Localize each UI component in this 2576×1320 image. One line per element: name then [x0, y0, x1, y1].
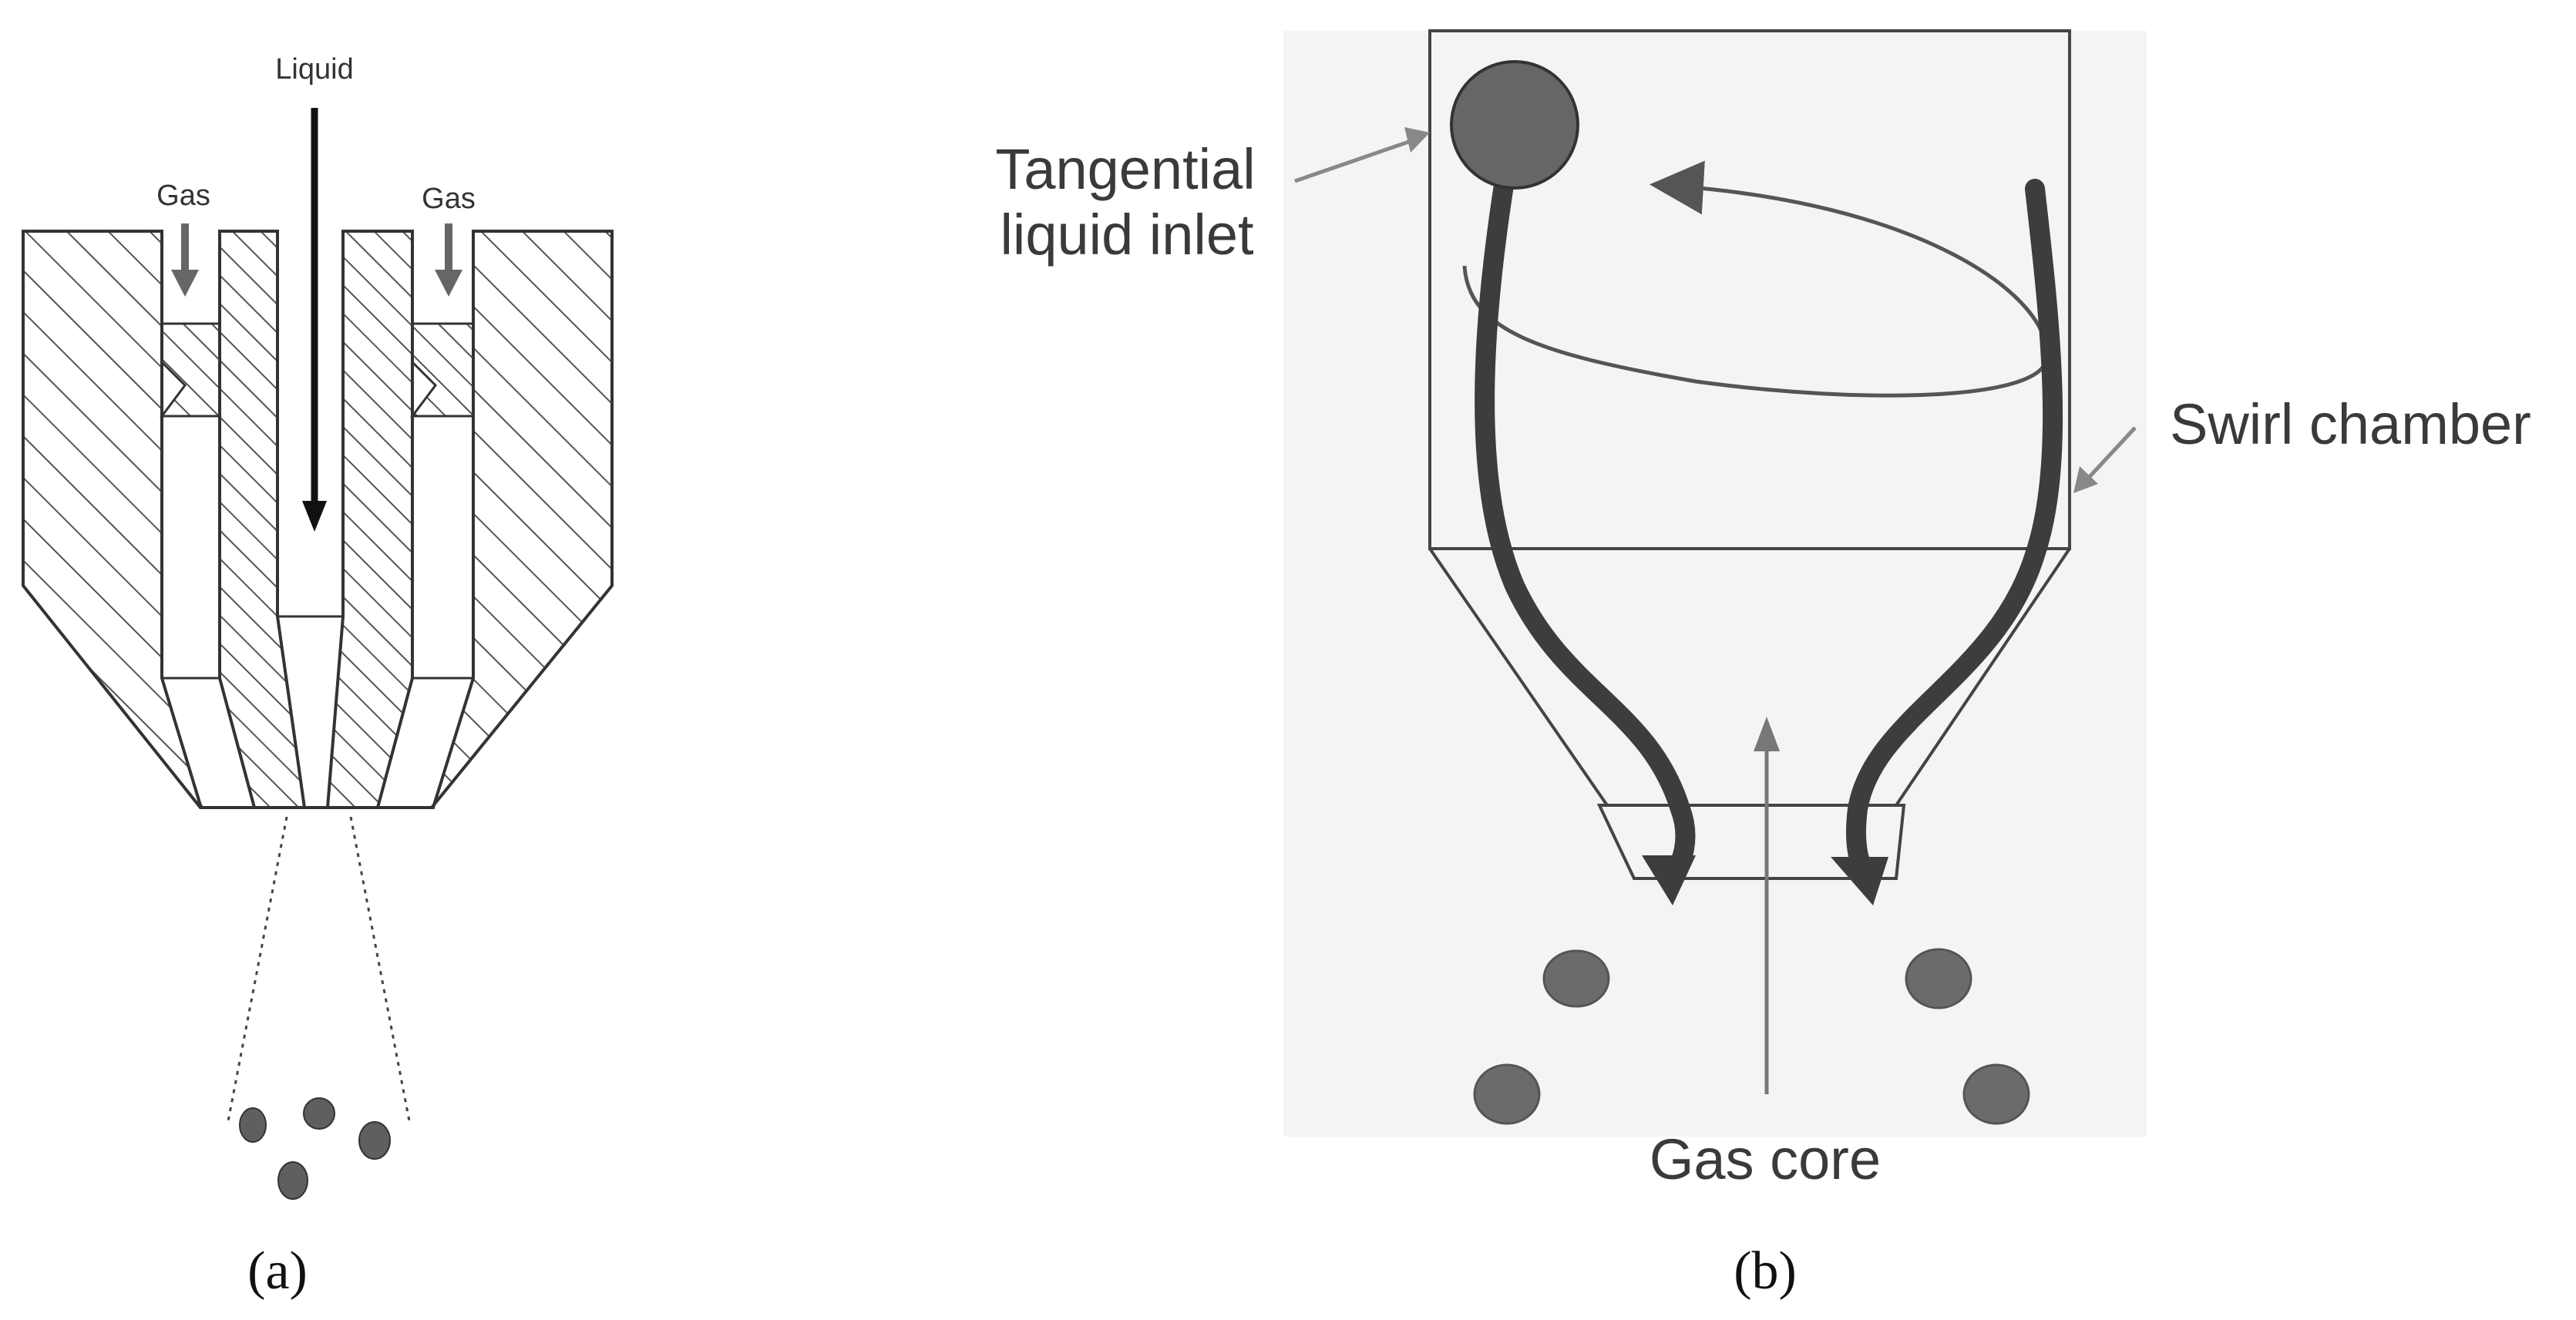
swirl-chamber-pointer-head — [2073, 466, 2098, 493]
liquid-film-left-arrowhead — [1642, 855, 1696, 905]
tangential-inlet — [1450, 60, 1579, 190]
converging-section — [1428, 547, 2071, 807]
gas-flow-arrowhead-right — [435, 270, 462, 297]
liquid-tube-wall-left — [218, 230, 307, 809]
swirl-chamber-label: Swirl chamber — [2170, 392, 2531, 456]
spray-cone-right — [349, 816, 412, 1126]
tangential-inlet-pointer — [1294, 135, 1423, 183]
outer-body-left — [22, 230, 205, 809]
liquid-film-left — [1475, 156, 1696, 881]
tangential-inlet-label-line2: liquid inlet — [1000, 203, 1254, 267]
gas-core-label: Gas core — [1650, 1127, 1881, 1191]
gas-label-right: Gas — [422, 183, 476, 215]
swirl-insert-left — [160, 322, 221, 418]
droplet — [1473, 1063, 1541, 1125]
exit-orifice — [1596, 804, 1906, 880]
swirl-chamber — [1428, 29, 2071, 550]
panel-b-caption: (b) — [1734, 1241, 1797, 1301]
droplet — [1905, 948, 1972, 1009]
panel-a-twin-fluid-nozzle: Liquid Gas Gas (a) — [22, 53, 614, 1301]
panel-b-background — [1283, 31, 2147, 1137]
gas-core-arrowhead — [1754, 717, 1780, 751]
gas-flow-arrowhead-left — [171, 270, 199, 297]
tangential-inlet-pointer-head — [1404, 127, 1430, 153]
droplet — [277, 1161, 308, 1200]
liquid-label: Liquid — [275, 53, 353, 86]
swirl-insert-right — [410, 322, 475, 418]
tangential-inlet-label-line1: Tangential — [995, 137, 1255, 201]
swirl-flow-loop — [1462, 160, 2049, 398]
droplet — [1542, 949, 1610, 1008]
droplet — [303, 1097, 335, 1130]
spray-cone-left — [226, 816, 288, 1126]
liquid-flow-arrowhead — [302, 501, 327, 532]
droplet — [239, 1107, 267, 1143]
gas-label-left: Gas — [156, 180, 210, 212]
droplet — [1962, 1063, 2030, 1125]
outer-body-right — [428, 230, 614, 809]
panel-a-caption: (a) — [247, 1241, 308, 1301]
panel-b-pressure-swirl-atomizer: Tangential liquid inlet Swirl chamber Ga… — [995, 29, 2531, 1301]
liquid-film-right-arrowhead — [1831, 857, 1888, 905]
droplet — [358, 1121, 391, 1160]
liquid-film-right — [1846, 179, 2063, 881]
swirl-chamber-pointer — [2083, 426, 2137, 483]
liquid-tube-wall-right — [325, 230, 414, 809]
